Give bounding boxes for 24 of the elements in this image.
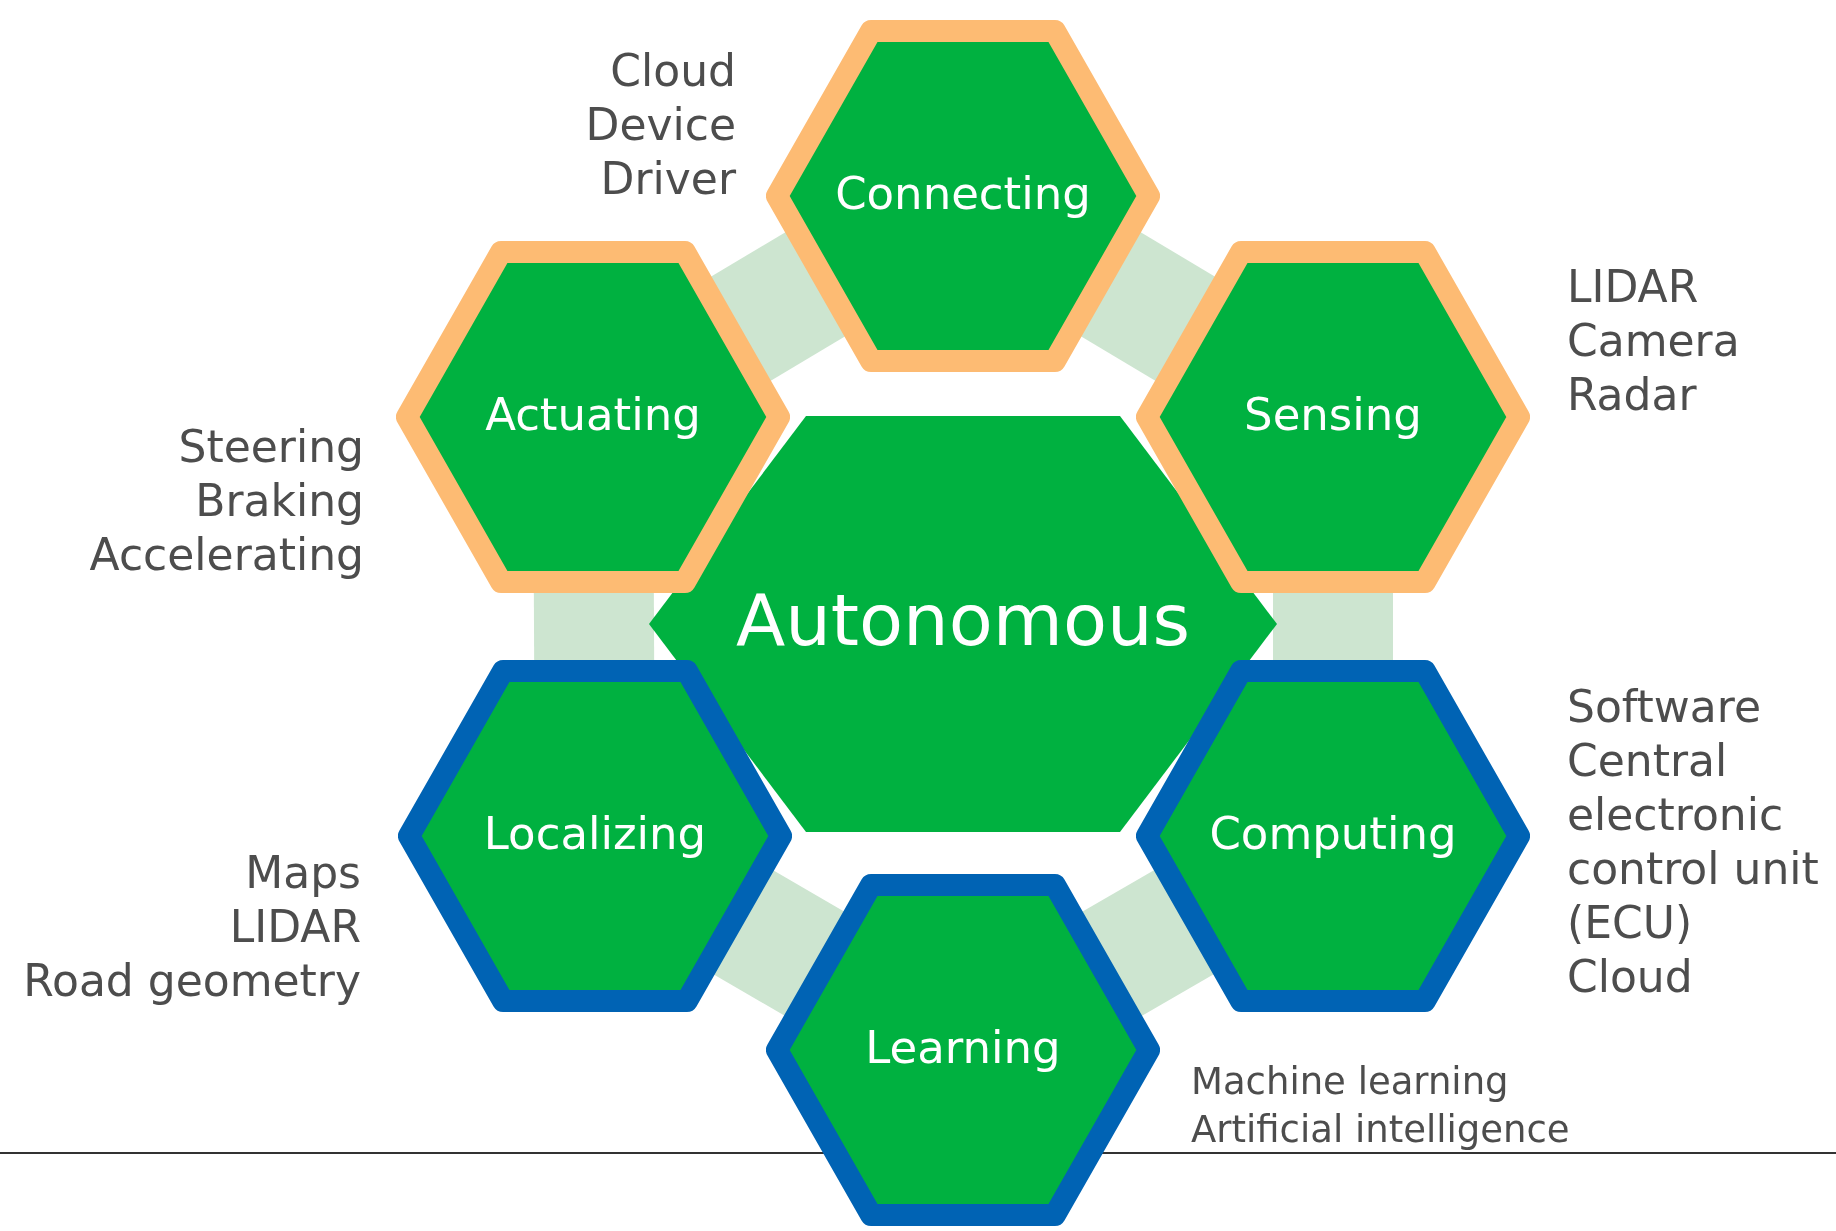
side-label: Cloud [1567, 950, 1694, 1004]
side-label: Accelerating [89, 528, 364, 582]
side-label: Central electronic control unit (ECU) [1567, 734, 1820, 950]
side-label: Maps [244, 846, 361, 900]
node-label: Sensing [1243, 390, 1423, 440]
side-label: Road geometry [23, 954, 361, 1008]
node-label: Learning [864, 1023, 1062, 1073]
node-label: Connecting [834, 169, 1092, 219]
side-label: Camera [1567, 314, 1741, 368]
side-label: Software [1567, 680, 1762, 734]
side-label: LIDAR [1567, 260, 1700, 314]
side-label: LIDAR [228, 900, 361, 954]
side-label: Machine learning [1191, 1059, 1510, 1105]
side-label: Braking [194, 474, 364, 528]
node-label: Localizing [482, 809, 708, 859]
side-label: Steering [177, 420, 364, 474]
side-label: Device [585, 98, 736, 152]
node-label: Computing [1208, 809, 1458, 859]
side-label: Cloud [609, 44, 736, 98]
side-label: Radar [1567, 368, 1698, 422]
side-label: Artificial intelligence [1191, 1107, 1571, 1153]
node-label: Actuating [484, 390, 702, 440]
node-label: Autonomous [734, 580, 1192, 660]
side-label: Driver [599, 152, 736, 206]
